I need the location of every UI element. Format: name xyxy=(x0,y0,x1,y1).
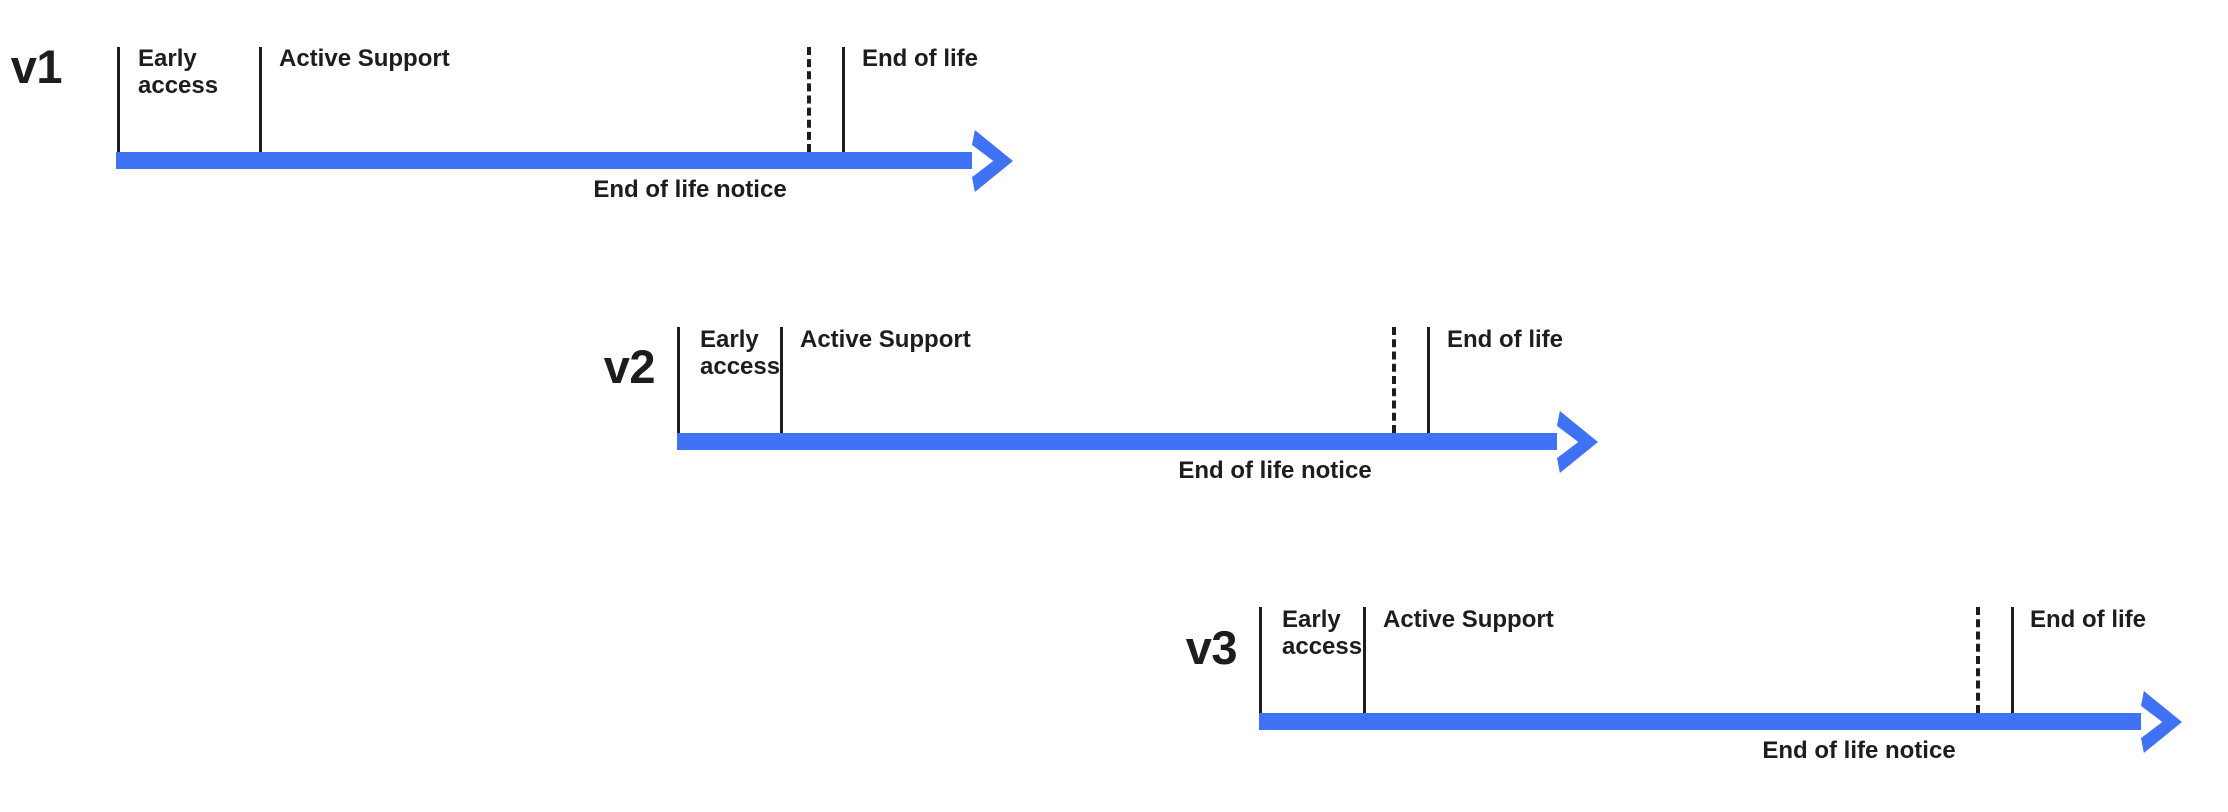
end-of-life-notice-label: End of life notice xyxy=(593,176,787,203)
dashed-divider-line xyxy=(807,47,811,152)
arrow-head-icon xyxy=(972,129,1013,192)
phase-label-end-of-life: End of life xyxy=(862,45,978,72)
phase-divider-line xyxy=(117,47,120,152)
phase-divider-line xyxy=(780,327,783,433)
version-label: v2 xyxy=(603,340,656,393)
dashed-divider-line xyxy=(1976,607,1980,713)
timeline-bar xyxy=(677,433,1557,450)
timeline-bar xyxy=(116,152,972,169)
phase-label-early-access: Early access xyxy=(700,326,781,380)
phase-divider-line xyxy=(842,47,845,152)
phase-label-end-of-life: End of life xyxy=(2030,606,2146,633)
phase-label-end-of-life: End of life xyxy=(1447,326,1563,353)
phase-divider-line xyxy=(2011,607,2014,713)
phase-divider-line xyxy=(259,47,262,152)
phase-label-active-support: Active Support xyxy=(279,45,450,72)
arrow-head-icon xyxy=(1557,410,1598,473)
version-label: v1 xyxy=(10,40,63,93)
arrow-head-icon xyxy=(2141,690,2182,753)
end-of-life-notice-label: End of life notice xyxy=(1178,457,1372,484)
version-label: v3 xyxy=(1185,621,1238,674)
dashed-divider-line xyxy=(1392,327,1396,433)
phase-label-early-access: Early access xyxy=(1282,606,1363,660)
phase-divider-line xyxy=(1363,607,1366,713)
phase-divider-line xyxy=(1427,327,1430,433)
phase-divider-line xyxy=(1259,607,1262,713)
phase-label-active-support: Active Support xyxy=(1383,606,1554,633)
phase-label-active-support: Active Support xyxy=(800,326,971,353)
phase-divider-line xyxy=(677,327,680,433)
phase-label-early-access: Early access xyxy=(138,45,219,99)
timeline-bar xyxy=(1259,713,2141,730)
end-of-life-notice-label: End of life notice xyxy=(1762,737,1956,764)
